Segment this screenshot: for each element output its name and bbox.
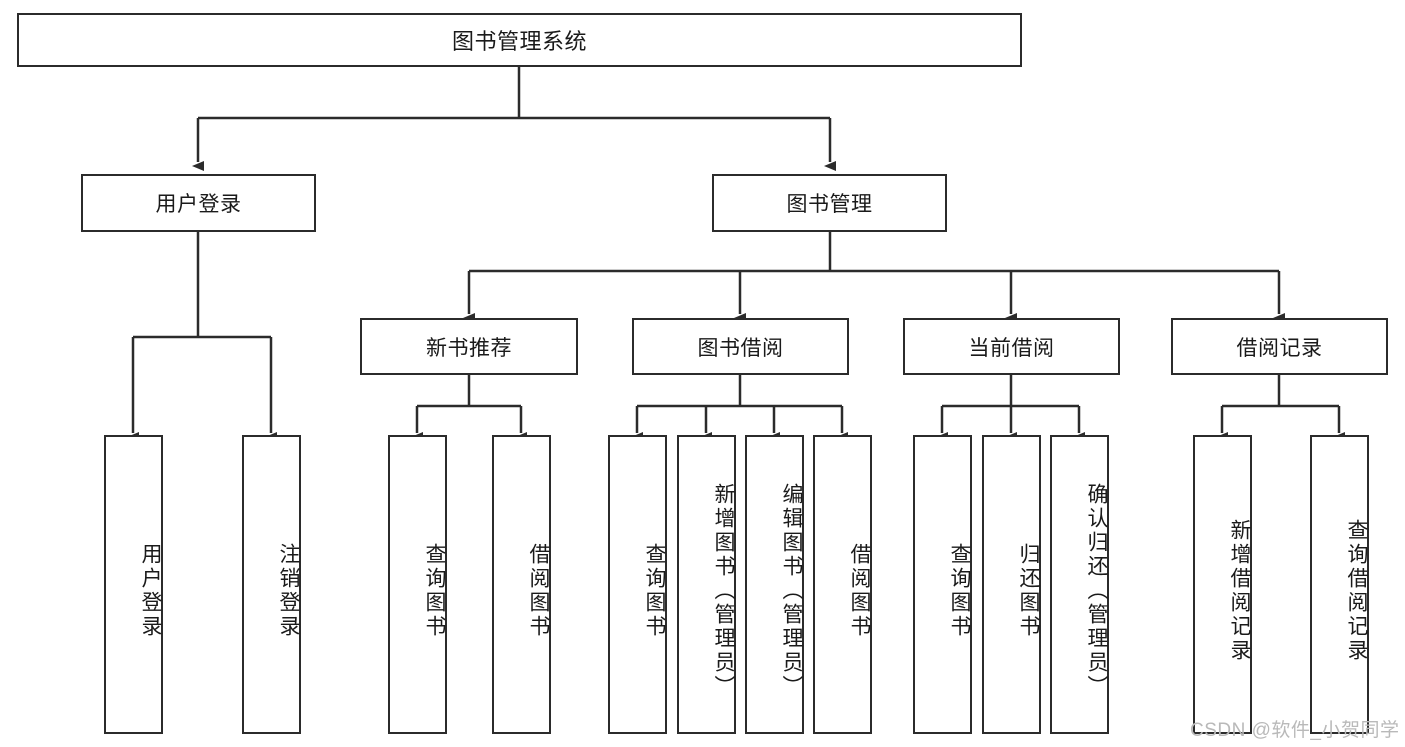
node-leaf-borrow-book-recommend[interactable]: 借阅图书 [492,435,551,734]
node-book-management[interactable]: 图书管理 [712,174,947,232]
node-label: 用户登录 [139,542,162,639]
csdn-watermark: CSDN @软件_小贺同学 [1190,720,1400,741]
node-leaf-borrow-book[interactable]: 借阅图书 [813,435,872,734]
node-label: 查询图书 [948,542,971,639]
node-current-borrow[interactable]: 当前借阅 [903,318,1120,375]
node-label: 借阅图书 [527,542,550,639]
node-label: 新书推荐 [426,336,512,360]
node-leaf-add-borrow-record[interactable]: 新增借阅记录 [1193,435,1252,734]
node-label: 查询借阅记录 [1345,518,1368,663]
node-label: 查询图书 [643,542,666,639]
node-label: 归还图书 [1017,542,1040,639]
node-leaf-edit-book-admin[interactable]: 编辑图书（管理员） [745,435,804,734]
node-leaf-logout[interactable]: 注销登录 [242,435,301,734]
node-label: 新增借阅记录 [1228,518,1251,663]
node-leaf-return-book[interactable]: 归还图书 [982,435,1041,734]
node-leaf-query-borrow-record[interactable]: 查询借阅记录 [1310,435,1369,734]
node-book-borrow[interactable]: 图书借阅 [632,318,849,375]
node-new-book-recommend[interactable]: 新书推荐 [360,318,578,375]
node-label: 当前借阅 [968,336,1055,360]
node-label: 图书借阅 [697,336,784,360]
node-user-login[interactable]: 用户登录 [81,174,316,232]
node-leaf-query-book-current[interactable]: 查询图书 [913,435,972,734]
node-label: 借阅图书 [848,542,871,639]
node-borrow-record[interactable]: 借阅记录 [1171,318,1388,375]
node-leaf-add-book-admin[interactable]: 新增图书（管理员） [677,435,736,734]
node-label: 注销登录 [277,542,300,639]
node-label: 图书管理系统 [451,29,587,54]
node-root-book-management-system[interactable]: 图书管理系统 [17,13,1022,67]
node-label: 用户登录 [155,193,242,216]
node-leaf-query-book-recommend[interactable]: 查询图书 [388,435,447,734]
node-label: 图书管理 [786,193,873,216]
node-label: 借阅记录 [1236,336,1323,360]
node-label: 编辑图书（管理员） [780,482,803,699]
node-leaf-user-login[interactable]: 用户登录 [104,435,163,734]
node-label: 新增图书（管理员） [712,482,735,699]
node-label: 确认归还（管理员） [1085,482,1108,699]
node-leaf-query-book-borrow[interactable]: 查询图书 [608,435,667,734]
node-label: 查询图书 [423,542,446,639]
node-leaf-confirm-return-admin[interactable]: 确认归还（管理员） [1050,435,1109,734]
